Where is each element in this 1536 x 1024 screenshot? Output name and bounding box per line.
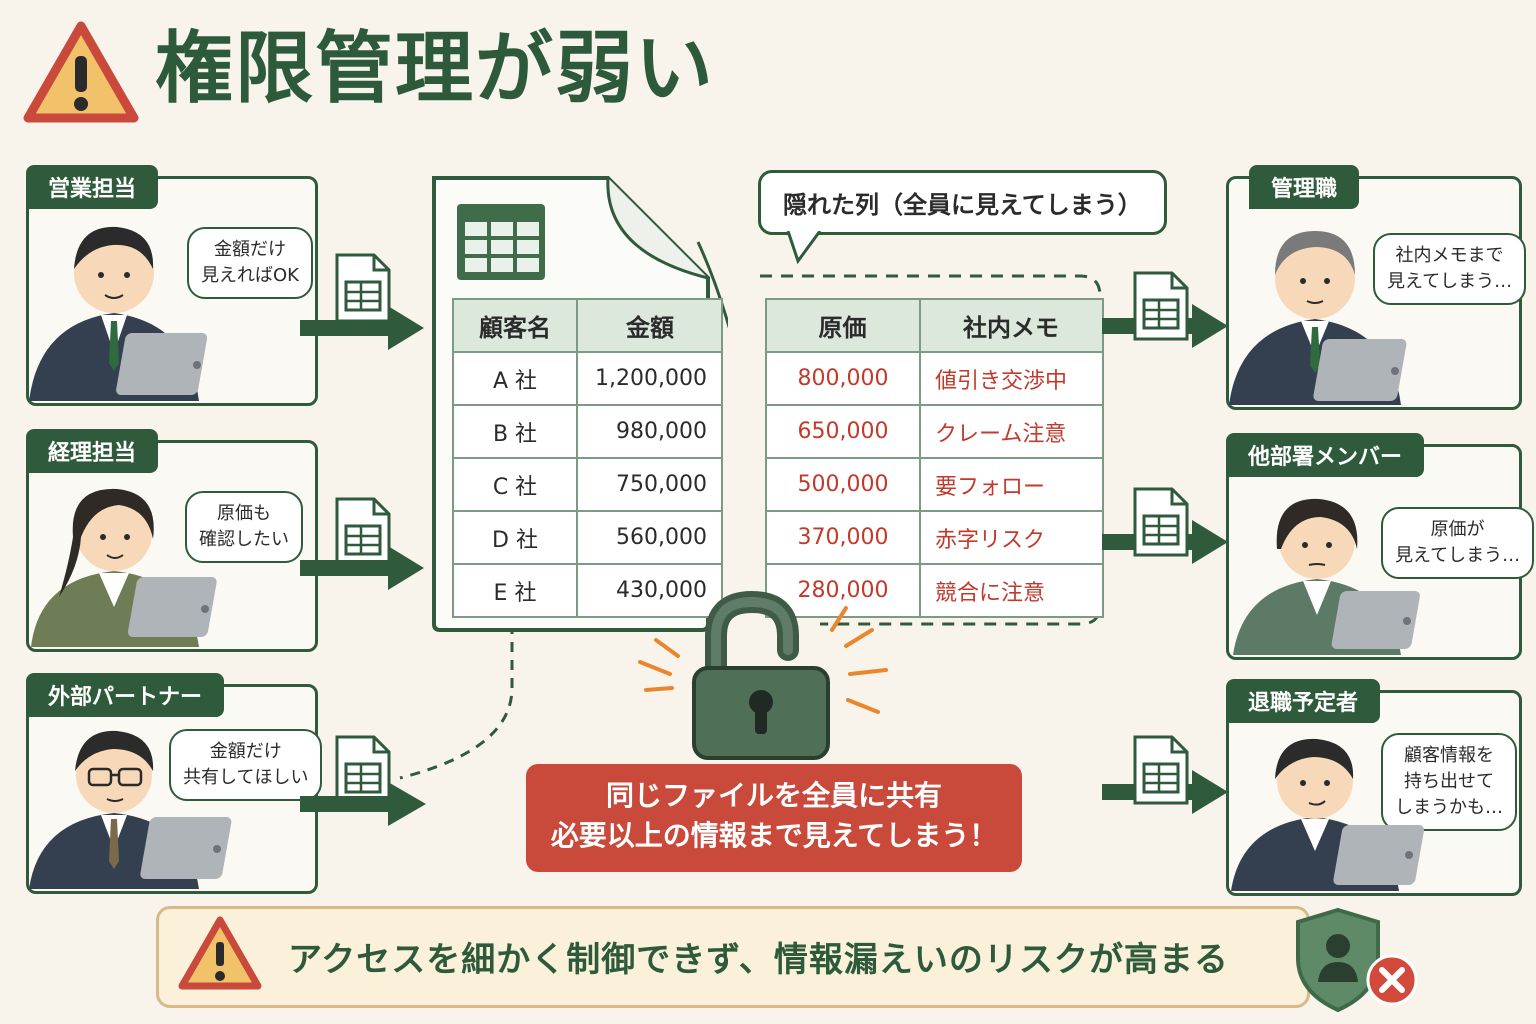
warning-icon (23, 21, 139, 123)
user-card-retiring: 退職予定者 顧客情報を 持ち出せて しまうかも… (1226, 679, 1522, 896)
person-avatar (1233, 498, 1420, 655)
cell-customer: A 社 (452, 351, 578, 406)
warning-icon (178, 916, 262, 990)
speech-bubble: 金額だけ 共有してほしい (169, 729, 323, 802)
hidden-columns-callout: 隠れた列（全員に見えてしまう） (758, 170, 1167, 235)
x-mark-icon (1366, 954, 1418, 1006)
column-gap (721, 352, 767, 405)
cell-memo: 競合に注意 (919, 563, 1104, 618)
file-icon (1133, 735, 1189, 805)
user-card-accounting: 経理担当 原価も 確認したい (26, 429, 318, 652)
column-gap (721, 458, 767, 511)
file-icon (1133, 271, 1189, 341)
share-warning-banner: 同じファイルを全員に共有 必要以上の情報まで見えてしまう！ (526, 764, 1022, 872)
arrow-right-icon (300, 546, 424, 590)
speech-bubble: 原価も 確認したい (185, 491, 303, 564)
cell-customer: C 社 (452, 457, 578, 512)
callout-pointer (786, 231, 822, 265)
role-label: 退職予定者 (1226, 679, 1381, 723)
cell-amount: 430,000 (576, 563, 723, 618)
cell-memo: クレーム注意 (919, 404, 1104, 459)
person-avatar (31, 488, 217, 647)
column-header: 顧客名 (452, 298, 578, 353)
table-header-row: 顧客名 金額 原価 社内メモ (452, 298, 1104, 353)
cell-cost: 500,000 (765, 457, 921, 512)
file-icon (335, 253, 391, 323)
file-icon (335, 497, 391, 567)
user-card-manager: 管理職 社内メモまで 見えてしまう… (1226, 165, 1527, 410)
column-header: 金額 (576, 298, 723, 353)
cell-amount: 1,200,000 (576, 351, 723, 406)
file-icon (1133, 487, 1189, 557)
risk-message: アクセスを細かく制御できず、情報漏えいのリスクが高まる (288, 940, 1229, 980)
file-icon (335, 735, 391, 805)
cell-memo: 値引き交渉中 (919, 351, 1104, 406)
page-title: 権限管理が弱い (155, 24, 716, 114)
arrow-right-icon (300, 306, 424, 350)
person-avatar (1231, 738, 1425, 891)
cell-cost: 370,000 (765, 510, 921, 565)
role-label: 経理担当 (26, 429, 159, 473)
risk-banner (156, 906, 1310, 1008)
table-row: A 社 1,200,000 800,000 値引き交渉中 (452, 351, 1104, 406)
cell-customer: E 社 (452, 563, 578, 618)
column-header: 原価 (765, 298, 921, 353)
table-row: D 社 560,000 370,000 赤字リスク (452, 510, 1104, 565)
cell-amount: 560,000 (576, 510, 723, 565)
user-card-other-dept: 他部署メンバー 原価が 見えてしまう… (1226, 433, 1535, 660)
cell-cost: 800,000 (765, 351, 921, 406)
role-label: 外部パートナー (26, 673, 225, 717)
user-card-sales: 営業担当 金額だけ 見えればOK (26, 165, 318, 406)
speech-bubble: 顧客情報を 持ち出せて しまうかも… (1381, 733, 1517, 832)
table-row: C 社 750,000 500,000 要フォロー (452, 457, 1104, 512)
cell-amount: 750,000 (576, 457, 723, 512)
column-gap (721, 405, 767, 458)
cell-memo: 赤字リスク (919, 510, 1104, 565)
person-avatar (1229, 231, 1407, 405)
person-avatar (29, 730, 232, 889)
cell-customer: B 社 (452, 404, 578, 459)
speech-bubble: 原価が 見えてしまう… (1381, 507, 1535, 580)
cell-cost: 650,000 (765, 404, 921, 459)
person-avatar (29, 226, 208, 401)
customer-table: 顧客名 金額 原価 社内メモ A 社 1,200,000 800,000 値引き… (452, 298, 1104, 618)
cell-customer: D 社 (452, 510, 578, 565)
arrow-right-icon (300, 782, 426, 826)
speech-bubble: 社内メモまで 見えてしまう… (1373, 233, 1527, 306)
user-card-partner: 外部パートナー 金額だけ 共有してほしい (26, 673, 323, 894)
column-gap (721, 511, 767, 564)
unlocked-padlock-icon (638, 590, 888, 760)
dashed-connector (399, 624, 514, 780)
table-row: E 社 430,000 280,000 競合に注意 (452, 563, 1104, 618)
table-row: B 社 980,000 650,000 クレーム注意 (452, 404, 1104, 459)
cell-memo: 要フォロー (919, 457, 1104, 512)
role-label: 他部署メンバー (1226, 433, 1425, 477)
column-header: 社内メモ (919, 298, 1104, 353)
role-label: 営業担当 (26, 165, 159, 209)
role-label: 管理職 (1249, 165, 1360, 209)
spreadsheet-icon (457, 204, 545, 280)
speech-bubble: 金額だけ 見えればOK (187, 227, 313, 300)
column-gap (721, 299, 767, 352)
cell-amount: 980,000 (576, 404, 723, 459)
